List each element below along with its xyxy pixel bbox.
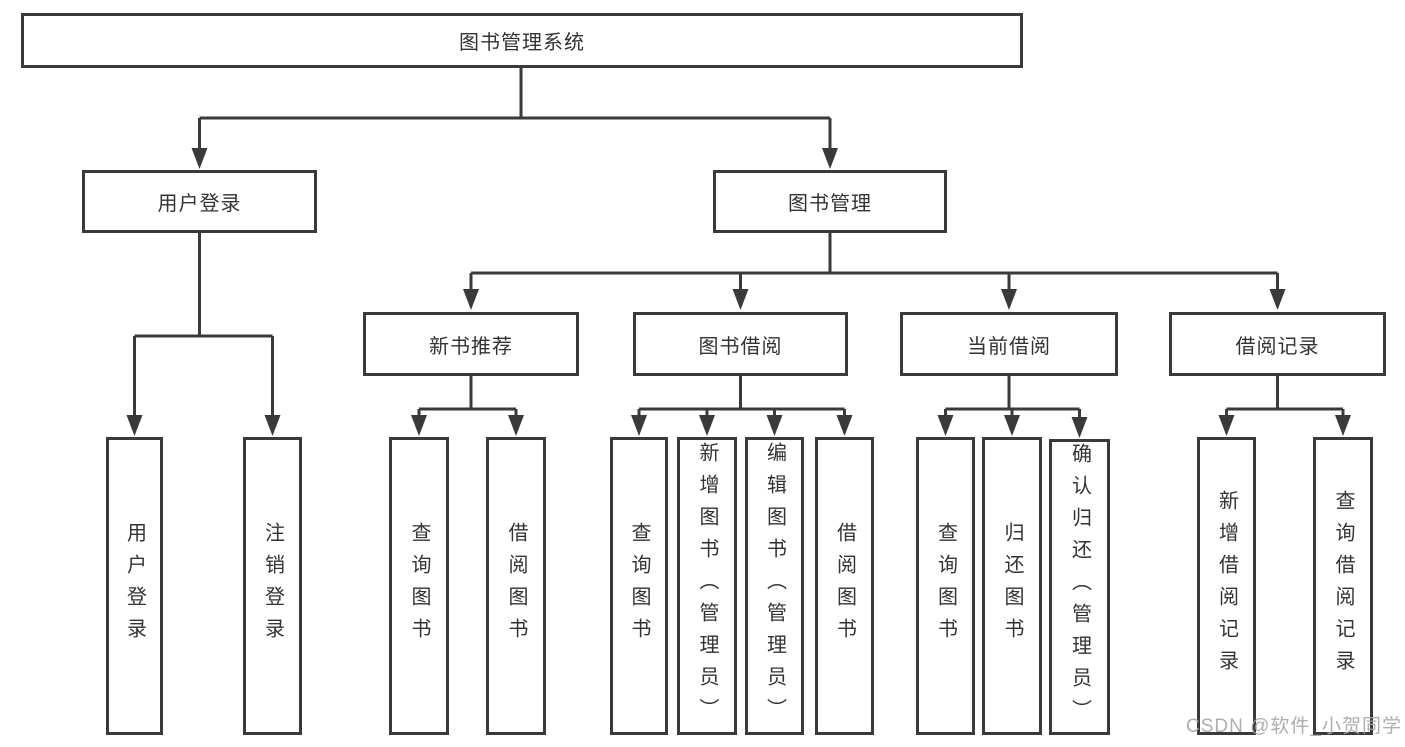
node-label: 确认归还（管理员） (1068, 443, 1091, 731)
node-label: 借阅图书 (505, 522, 527, 650)
node-library-management-system: 图书管理系统 (21, 13, 1023, 68)
node-label: 新增借阅记录 (1215, 490, 1238, 682)
node-label: 查询图书 (934, 522, 957, 650)
node-add-borrow-record: 新增借阅记录 (1197, 437, 1256, 735)
node-borrow-books-recommend: 借阅图书 (486, 437, 546, 735)
node-query-books-current: 查询图书 (916, 437, 975, 735)
node-edit-books-admin: 编辑图书（管理员） (745, 437, 804, 735)
node-return-books: 归还图书 (982, 437, 1042, 735)
node-label: 用户登录 (123, 522, 146, 650)
node-user-login: 用户登录 (106, 437, 163, 735)
node-label: 借阅图书 (833, 522, 856, 650)
node-label: 查询图书 (408, 522, 430, 650)
node-label: 归还图书 (1001, 522, 1023, 650)
csdn-watermark: CSDN @软件_小贺同学 (1186, 716, 1402, 737)
node-current-borrowing: 当前借阅 (900, 312, 1118, 376)
node-new-book-recommendation: 新书推荐 (363, 312, 579, 376)
node-query-borrow-record: 查询借阅记录 (1313, 437, 1373, 735)
node-user-login-group: 用户登录 (82, 170, 317, 233)
node-borrowing-records: 借阅记录 (1169, 312, 1386, 376)
node-label: 新增图书（管理员） (696, 442, 718, 730)
node-label: 查询图书 (628, 522, 650, 650)
node-label: 注销登录 (261, 522, 284, 650)
node-confirm-return-admin: 确认归还（管理员） (1049, 439, 1110, 735)
node-logout: 注销登录 (243, 437, 302, 735)
node-label: 查询借阅记录 (1332, 490, 1354, 682)
node-borrow-books: 借阅图书 (815, 437, 874, 735)
node-query-books-borrow: 查询图书 (610, 437, 668, 735)
node-add-books-admin: 新增图书（管理员） (677, 437, 737, 735)
node-book-borrowing: 图书借阅 (633, 312, 848, 376)
node-query-books-recommend: 查询图书 (389, 437, 449, 735)
node-book-management: 图书管理 (713, 170, 947, 233)
node-label: 编辑图书（管理员） (763, 442, 786, 730)
